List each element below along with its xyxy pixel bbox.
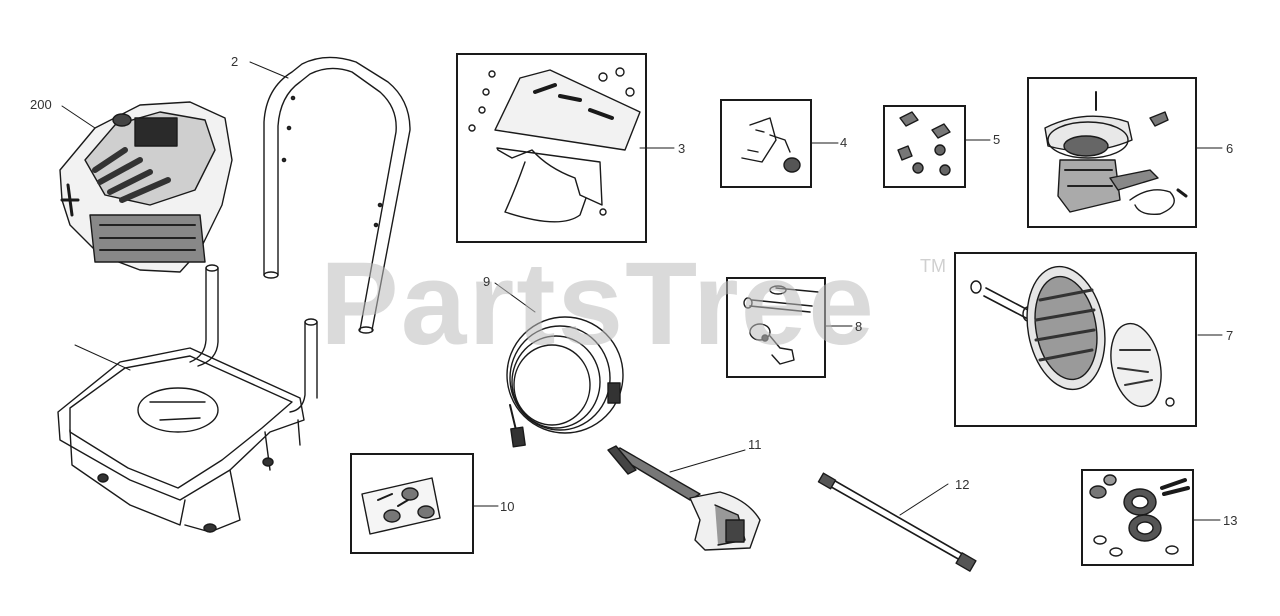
fastener-kit-part[interactable] [897,111,991,176]
hose-part[interactable] [494,282,624,448]
callout-wand[interactable]: 12 [955,477,970,492]
callout-hose[interactable]: 9 [483,274,491,289]
callout-panel[interactable]: 3 [678,141,686,156]
bearing-kit-part[interactable] [1089,474,1221,557]
engine-part[interactable] [59,101,233,273]
bracket-kit-part[interactable] [741,117,839,173]
pump-kit-box [1027,77,1197,228]
callout-wheel[interactable]: 7 [1226,328,1234,343]
callout-gun[interactable]: 11 [748,437,762,452]
callout-handle[interactable]: 2 [231,54,239,69]
spray-gun-part[interactable] [607,445,761,551]
pump-part[interactable] [1044,91,1223,215]
kit-8-box [726,277,826,378]
frame-part[interactable] [57,264,318,533]
axle-bolt-kit-part[interactable] [743,285,853,365]
kit-10-box [350,453,474,554]
callout-kit-8[interactable]: 8 [855,319,863,334]
callout-kit-4[interactable]: 4 [840,135,848,150]
wheel-kit-box [954,252,1197,427]
callout-pump[interactable]: 6 [1226,141,1234,156]
kit-4-box [720,99,812,188]
callout-kit-13[interactable]: 13 [1223,513,1238,528]
kit-13-box [1081,469,1194,566]
panel-kit-box [456,53,647,243]
callout-kit-5[interactable]: 5 [993,132,1001,147]
handle-part[interactable] [249,56,411,334]
callout-kit-10[interactable]: 10 [500,499,515,514]
wheel-part[interactable] [970,260,1223,411]
kit-5-box [883,105,966,188]
wand-part[interactable] [817,472,977,572]
callout-engine[interactable]: 200 [30,97,52,112]
screw-kit-part[interactable] [361,477,499,535]
